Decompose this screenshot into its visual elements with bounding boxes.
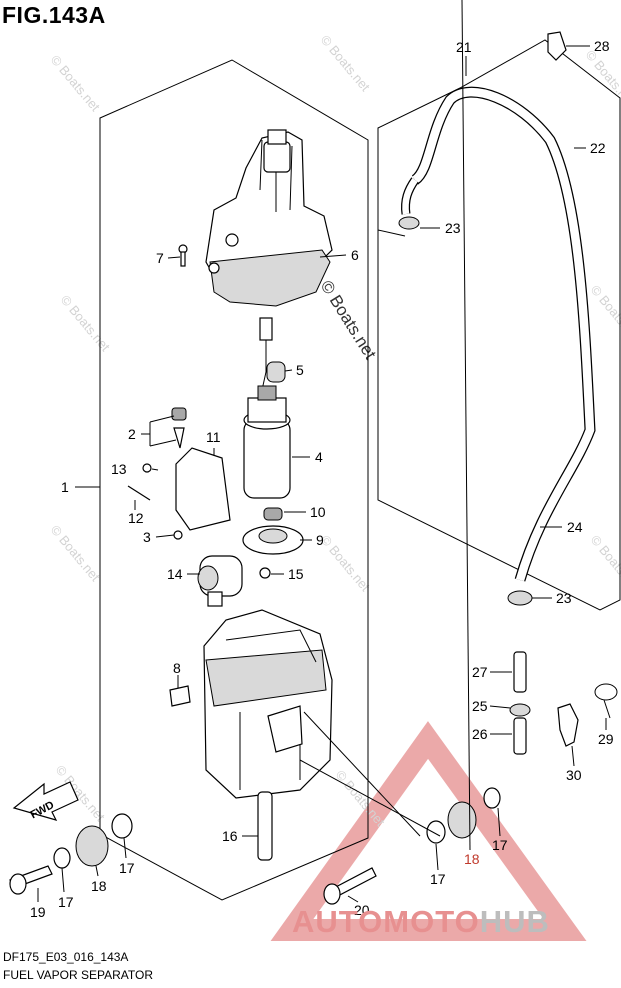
callout-1: 1 <box>61 479 69 495</box>
pipe-27-part <box>509 651 531 755</box>
separator-body-part <box>203 609 333 799</box>
watermark-main: © Boats.net <box>317 277 380 363</box>
bracket-30-part <box>557 703 579 747</box>
callout-30: 30 <box>566 767 582 783</box>
grommet-5-part <box>266 361 286 383</box>
bolt-8-part <box>169 685 191 707</box>
automotohub-logo: AUTOMOTOHUB <box>292 904 550 940</box>
callout-12: 12 <box>128 510 144 526</box>
callout-25: 25 <box>472 698 488 714</box>
callout-3: 3 <box>143 529 151 545</box>
callout-labels: 1 2 3 4 5 6 7 8 9 10 11 12 13 14 15 16 1… <box>30 38 614 920</box>
callout-17-upper-right: 17 <box>492 837 508 853</box>
callout-5: 5 <box>296 362 304 378</box>
callout-17-upper-left: 17 <box>119 860 135 876</box>
fwd-arrow-icon <box>12 781 79 821</box>
callout-17-lower-right: 17 <box>430 871 446 887</box>
callout-7: 7 <box>156 250 164 266</box>
sleeve-16-part <box>257 791 273 861</box>
callout-17-lower-left: 17 <box>58 894 74 910</box>
hose-clamp-23-part <box>398 216 533 606</box>
callout-14: 14 <box>167 566 183 582</box>
callout-13: 13 <box>111 461 127 477</box>
clip-29-part <box>594 683 618 719</box>
callout-24: 24 <box>567 519 583 535</box>
callout-9: 9 <box>316 532 324 548</box>
callout-27: 27 <box>472 664 488 680</box>
figure-name: FUEL VAPOR SEPARATOR <box>3 968 154 982</box>
figure-title: FIG.143A <box>2 2 106 28</box>
logo-triangle-icon <box>270 721 587 941</box>
logo-text-part1: AUTOMOTO <box>292 904 480 939</box>
side-cover-11-part <box>127 407 231 540</box>
clip-28-part <box>547 31 567 61</box>
callout-21: 21 <box>456 39 472 55</box>
callout-29: 29 <box>598 731 614 747</box>
watermark-tile: © Boats.net <box>588 532 621 594</box>
bolt-7-part <box>178 244 188 267</box>
callout-28: 28 <box>594 38 610 54</box>
callout-19: 19 <box>30 904 46 920</box>
fuel-pump-4-part <box>243 385 291 499</box>
watermark-tile: © Boats.net <box>583 47 621 109</box>
callout-18-left: 18 <box>91 878 107 894</box>
watermark-tile: © Boats.net <box>48 522 104 584</box>
watermark-tile: © Boats.net <box>48 52 104 114</box>
watermark-tile: © Boats.net <box>58 292 114 354</box>
logo-text-part2: HUB <box>479 904 550 939</box>
leader-lines <box>37 0 607 903</box>
regulator-14-part <box>197 555 243 607</box>
hose-21-part <box>401 86 596 582</box>
watermark-tile: © Boats.net <box>318 32 374 94</box>
callout-8: 8 <box>173 660 181 676</box>
callout-16: 16 <box>222 828 238 844</box>
callout-4: 4 <box>315 449 323 465</box>
figure-code: DF175_E03_016_143A <box>3 950 129 964</box>
callout-23-lower: 23 <box>556 590 572 606</box>
callout-22: 22 <box>590 140 606 156</box>
assembly-boundary-item-21 <box>377 39 621 611</box>
callout-15: 15 <box>288 566 304 582</box>
separator-cover-part <box>205 129 333 307</box>
callout-10: 10 <box>310 504 326 520</box>
screw-15-part <box>259 567 271 579</box>
callout-26: 26 <box>472 726 488 742</box>
mount-right-parts <box>323 787 501 905</box>
callout-6: 6 <box>351 247 359 263</box>
watermark-tile: © Boats.net <box>318 532 374 594</box>
callout-11: 11 <box>206 429 221 445</box>
boundary-leader <box>377 229 406 237</box>
callout-18-right: 18 <box>464 851 480 867</box>
callout-23-upper: 23 <box>445 220 461 236</box>
watermark-tile: © Boats.net <box>588 282 621 344</box>
mount-left-parts <box>9 813 133 895</box>
pump-bracket-9-part <box>242 507 304 555</box>
callout-20: 20 <box>354 902 370 918</box>
callout-2: 2 <box>128 426 136 442</box>
